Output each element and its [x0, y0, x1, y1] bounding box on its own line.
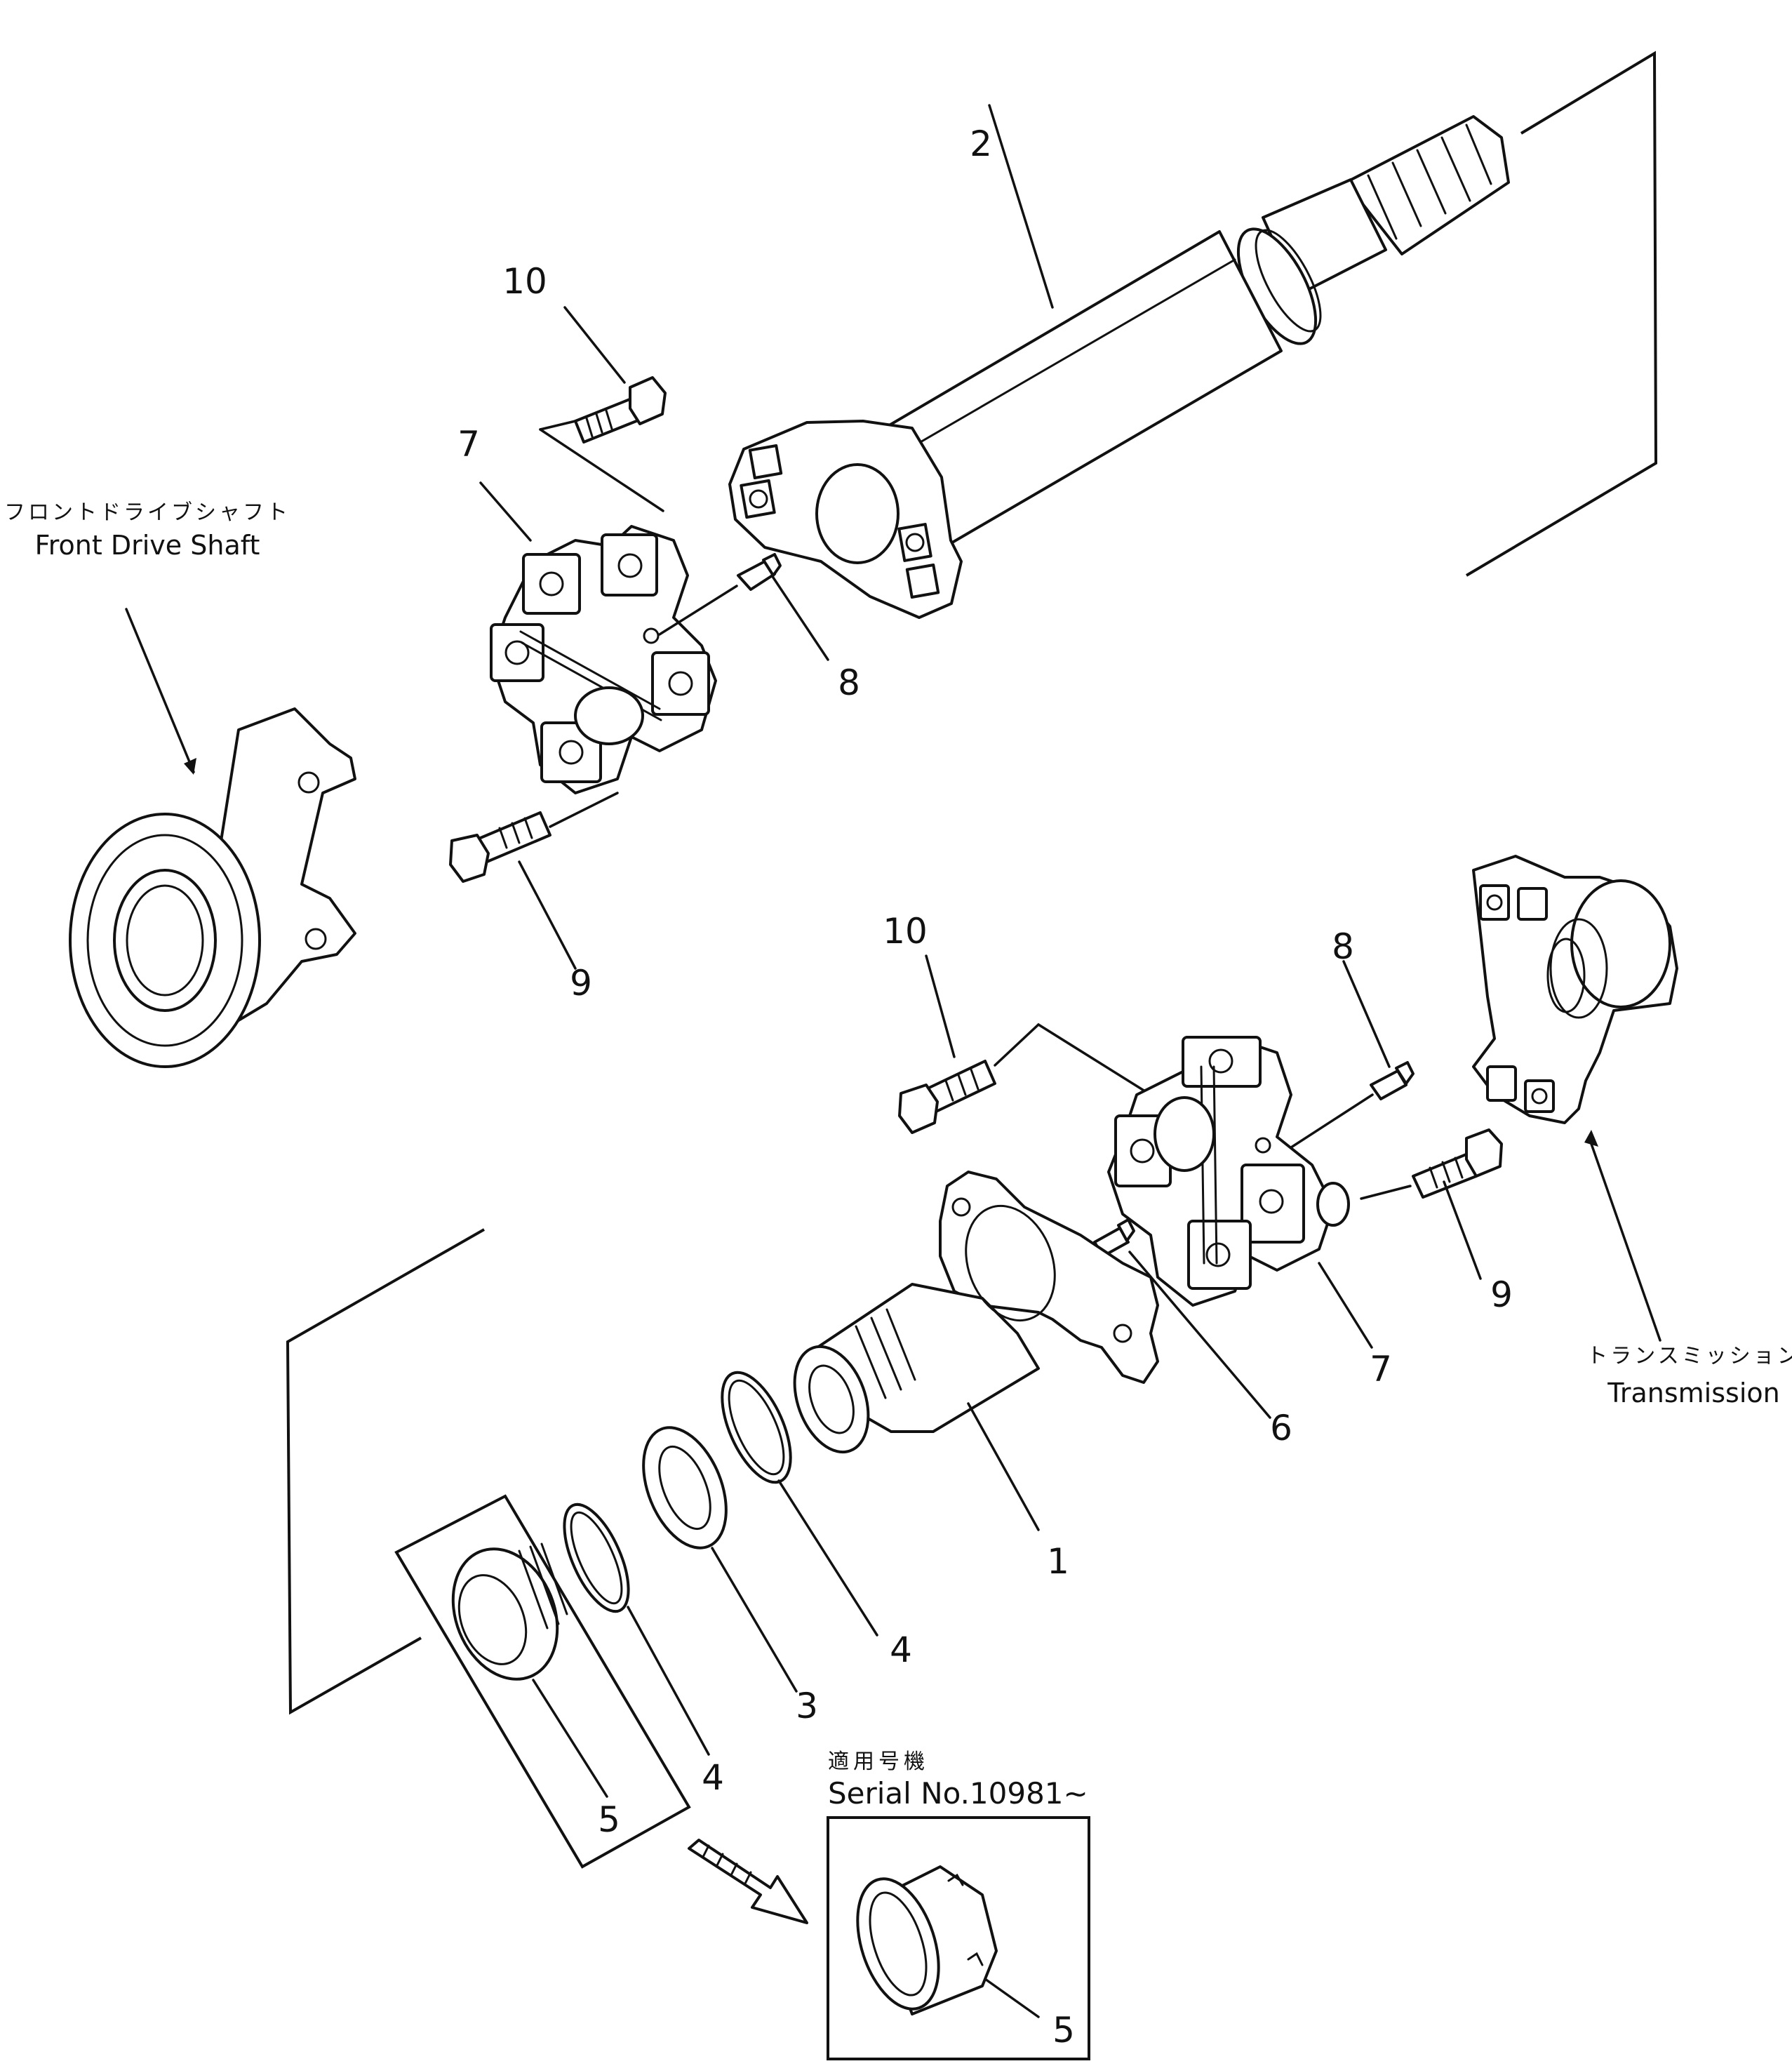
- grease-fitting-part-8-top: [737, 553, 782, 591]
- callout-8-mid: 8: [1332, 926, 1354, 967]
- inset-arrow: [688, 1839, 808, 1924]
- leader-transmission: [1590, 1142, 1661, 1342]
- serial-number-label: Serial No.10981~: [828, 1776, 1088, 1811]
- universal-joint-part-7-top: [490, 525, 717, 794]
- callout-7-mid: 7: [1370, 1349, 1392, 1389]
- leader-fitting-8-top: [658, 585, 738, 636]
- nut-part-5-box: [394, 1494, 691, 1869]
- callout-6: 6: [1270, 1408, 1292, 1448]
- serial-inset-box: [827, 1816, 1090, 2060]
- leader-bolt-10-spider: [539, 428, 664, 512]
- slip-yoke-part-1: [793, 1171, 1159, 1454]
- callout-1: 1: [1047, 1541, 1069, 1582]
- callout-10-mid: 10: [883, 911, 928, 952]
- transmission-label-jp: トランスミッション: [1586, 1344, 1792, 1368]
- lower-group-bracket: [286, 1228, 485, 1715]
- bolt-part-9-top: [449, 811, 551, 883]
- callout-5: 5: [598, 1799, 620, 1840]
- drive-shaft-part-2: [728, 115, 1510, 619]
- callout-5-inset: 5: [1052, 2010, 1075, 2051]
- callout-8-top: 8: [838, 662, 860, 703]
- serial-label-jp: 適用号機: [828, 1750, 929, 1774]
- front-drive-shaft-label: Front Drive Shaft: [35, 530, 260, 561]
- callout-10-top: 10: [502, 261, 547, 302]
- callout-4-b: 4: [702, 1757, 724, 1798]
- callout-9-top: 9: [570, 963, 592, 1004]
- transmission-yoke: [1472, 855, 1678, 1124]
- grease-fitting-part-8-mid: [1370, 1061, 1415, 1100]
- bolt-part-10-top: [574, 376, 667, 444]
- callout-9-mid: 9: [1490, 1274, 1513, 1315]
- front-drive-shaft-label-jp: フロントドライブシャフト: [4, 500, 290, 525]
- bolt-part-9-mid: [1412, 1128, 1503, 1199]
- leader-bolt-10-mid: [994, 1022, 1152, 1096]
- callout-2: 2: [970, 124, 992, 164]
- shaft-assembly-bracket: [1465, 51, 1658, 577]
- snap-ring-part-4-a: [721, 1371, 792, 1484]
- ring-part-3: [642, 1426, 728, 1550]
- front-drive-shaft-yoke: [69, 707, 356, 1068]
- callout-3: 3: [796, 1686, 818, 1726]
- bolt-part-10-mid: [898, 1060, 996, 1134]
- callout-4-a: 4: [890, 1630, 912, 1670]
- callout-7-top: 7: [457, 424, 480, 465]
- leader-front-drive-shaft: [125, 608, 195, 773]
- transmission-label: Transmission: [1607, 1378, 1779, 1408]
- universal-joint-part-7-mid: [1107, 1036, 1350, 1307]
- snap-ring-part-4-b: [563, 1502, 630, 1613]
